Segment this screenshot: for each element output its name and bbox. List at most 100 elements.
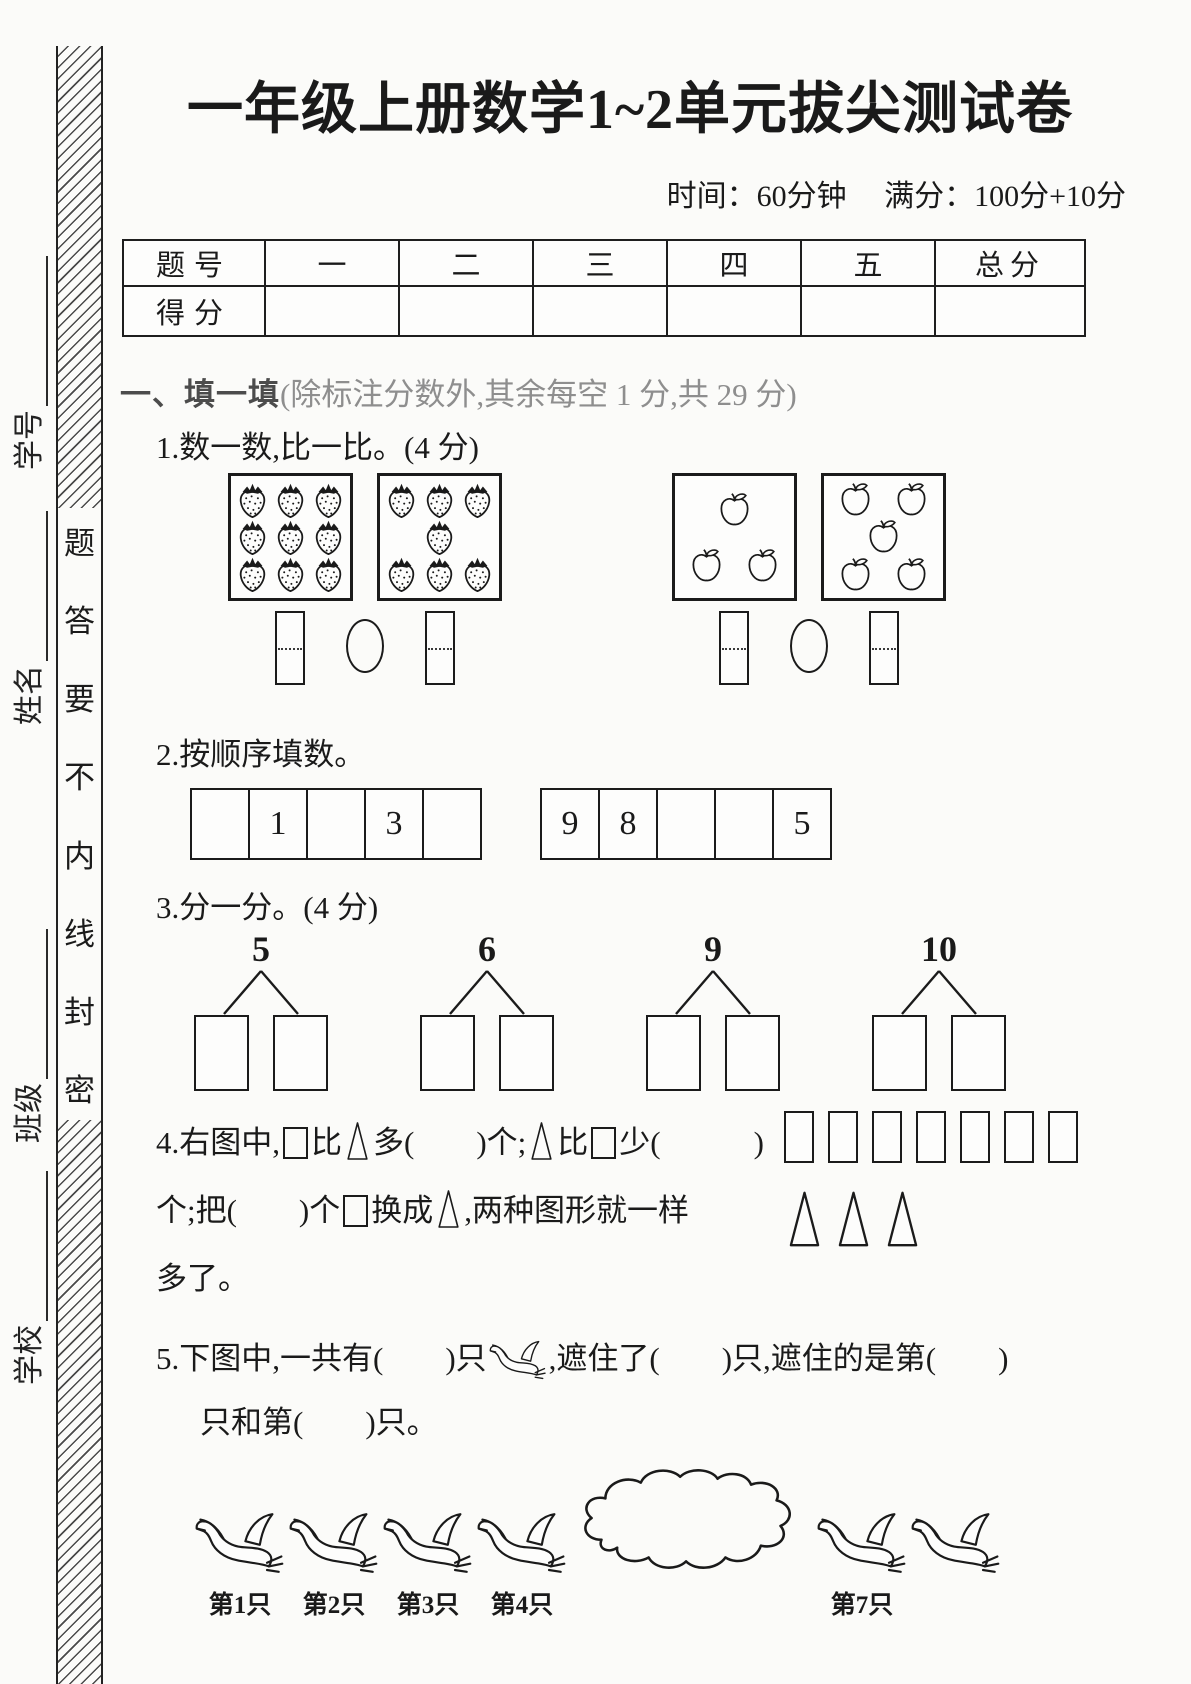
strawberry-icon — [312, 556, 345, 592]
fruit-row — [383, 482, 496, 518]
q1-count-box — [719, 611, 749, 685]
time-and-score-info: 时间：60分钟 满分：100分+10分 — [666, 180, 1126, 213]
q3-answer-box — [646, 1015, 701, 1091]
fruit-row — [678, 548, 791, 583]
triangle-shape — [788, 1189, 821, 1249]
q3-number: 5 — [252, 929, 270, 969]
q3-answer-box — [499, 1015, 554, 1091]
strawberry-icon — [236, 519, 269, 555]
score-table-col-5: 五 — [800, 239, 936, 287]
q3-decomposition: 9 — [628, 929, 798, 1091]
question-4-line-3: 多了。 — [156, 1261, 249, 1296]
question-1-label: 1.数一数,比一比。(4 分) — [156, 430, 479, 465]
student-name-blank-line — [16, 511, 48, 661]
goose-slot: 第4只 — [475, 1507, 569, 1619]
rectangle-shape — [960, 1111, 990, 1163]
q3-decomposition: 10 — [854, 929, 1024, 1091]
section-one-note: (除标注分数外,其余每空 1 分,共 29 分) — [280, 377, 797, 412]
fruit-row — [234, 482, 347, 518]
goose-slot: 第7只 — [815, 1507, 909, 1619]
school-blank-line — [16, 1171, 48, 1321]
strawberry-icon — [312, 482, 345, 518]
q3-decomposition: 5 — [176, 929, 346, 1091]
apple-icon — [716, 492, 753, 527]
score-table-col-total: 总分 — [934, 239, 1086, 287]
q3-number: 9 — [704, 929, 722, 969]
q3-number: 10 — [921, 929, 957, 969]
score-table-col-2: 二 — [398, 239, 534, 287]
q2-blank-cell — [190, 788, 250, 860]
q1-compare-circle — [790, 619, 828, 673]
q3-answer-box — [273, 1015, 328, 1091]
q1-fruit-boxes — [228, 473, 502, 601]
q3-decomposition: 6 — [402, 929, 572, 1091]
fruit-row — [234, 519, 347, 555]
score-table-score-row: 得分 — [122, 285, 1086, 337]
strawberry-icon — [274, 556, 307, 592]
score-table: 题号 一 二 三 四 五 总分 得分 — [122, 239, 1086, 337]
goose-position-label: 第3只 — [396, 1592, 460, 1619]
question-3-diagrams: 5 6 9 10 — [176, 929, 1024, 1091]
q1-fruit-boxes — [672, 473, 946, 601]
apple-icon — [865, 519, 902, 554]
question-3-label: 3.分一分。(4 分) — [156, 890, 379, 925]
goose-position-label: 第7只 — [830, 1592, 894, 1619]
strawberry-icon — [274, 482, 307, 518]
q3-number: 6 — [478, 929, 496, 969]
student-number-blank-line — [16, 256, 48, 406]
score-table-label-score: 得分 — [122, 285, 266, 337]
student-name-label: 姓名 — [13, 665, 46, 725]
q3-branch-lines — [223, 970, 299, 1015]
rectangle-shape — [1048, 1111, 1078, 1163]
q3-answer-boxes — [194, 1015, 328, 1091]
score-table-col-3: 三 — [532, 239, 668, 287]
seal-character: 不 — [64, 760, 95, 796]
goose-slot — [909, 1507, 1003, 1619]
goose-slot: 第2只 — [287, 1507, 381, 1619]
q1-strawberry-box — [377, 473, 502, 601]
goose-icon — [195, 1507, 285, 1579]
student-name-field: 姓名 — [4, 475, 48, 725]
strawberry-icon — [423, 556, 456, 592]
question-4-line-1: 4.右图中,比多( )个;比少( ) — [156, 1109, 784, 1177]
q2-number-cell: 8 — [598, 788, 658, 860]
q2-blank-cell — [306, 788, 366, 860]
student-number-label: 学号 — [13, 410, 46, 470]
question-5-text: 5.下图中,一共有( )只,遮住了( )只,遮住的是第( ) 只和第( )只。 — [120, 1327, 1140, 1455]
seal-character: 密 — [64, 1072, 95, 1108]
q3-answer-box — [872, 1015, 927, 1091]
seal-character: 封 — [64, 994, 95, 1030]
triangle-icon — [436, 1189, 461, 1229]
triangle-shape — [837, 1189, 870, 1249]
triangle-shape — [886, 1189, 919, 1249]
apple-icon — [837, 482, 874, 517]
q2-number-cell: 1 — [248, 788, 308, 860]
strawberry-icon — [461, 482, 494, 518]
q1-answer-row — [228, 611, 502, 695]
q3-answer-box — [420, 1015, 475, 1091]
fruit-row — [827, 557, 940, 592]
score-cell — [666, 285, 802, 337]
score-cell — [800, 285, 936, 337]
test-paper: 一年级上册数学1~2单元拔尖测试卷 时间：60分钟 满分：100分+10分 题号… — [120, 0, 1140, 1619]
rectangle-shape — [1004, 1111, 1034, 1163]
q3-answer-box — [951, 1015, 1006, 1091]
rectangle-shape — [916, 1111, 946, 1163]
strawberry-icon — [423, 482, 456, 518]
square-icon — [283, 1127, 308, 1159]
q2-blank-cell — [422, 788, 482, 860]
question-1-graphics — [120, 473, 1140, 695]
q3-answer-box — [725, 1015, 780, 1091]
goose-icon — [817, 1507, 907, 1579]
school-field: 学校 — [4, 1135, 48, 1385]
student-number-field: 学号 — [4, 220, 48, 470]
fruit-row — [827, 482, 940, 517]
strawberry-icon — [274, 519, 307, 555]
cloud-cover — [571, 1463, 809, 1585]
q3-branch-lines — [449, 970, 525, 1015]
seal-character: 要 — [64, 682, 95, 718]
school-label: 学校 — [13, 1325, 46, 1385]
q2-number-cell: 9 — [540, 788, 600, 860]
seal-hatching-bottom — [58, 1120, 101, 1684]
